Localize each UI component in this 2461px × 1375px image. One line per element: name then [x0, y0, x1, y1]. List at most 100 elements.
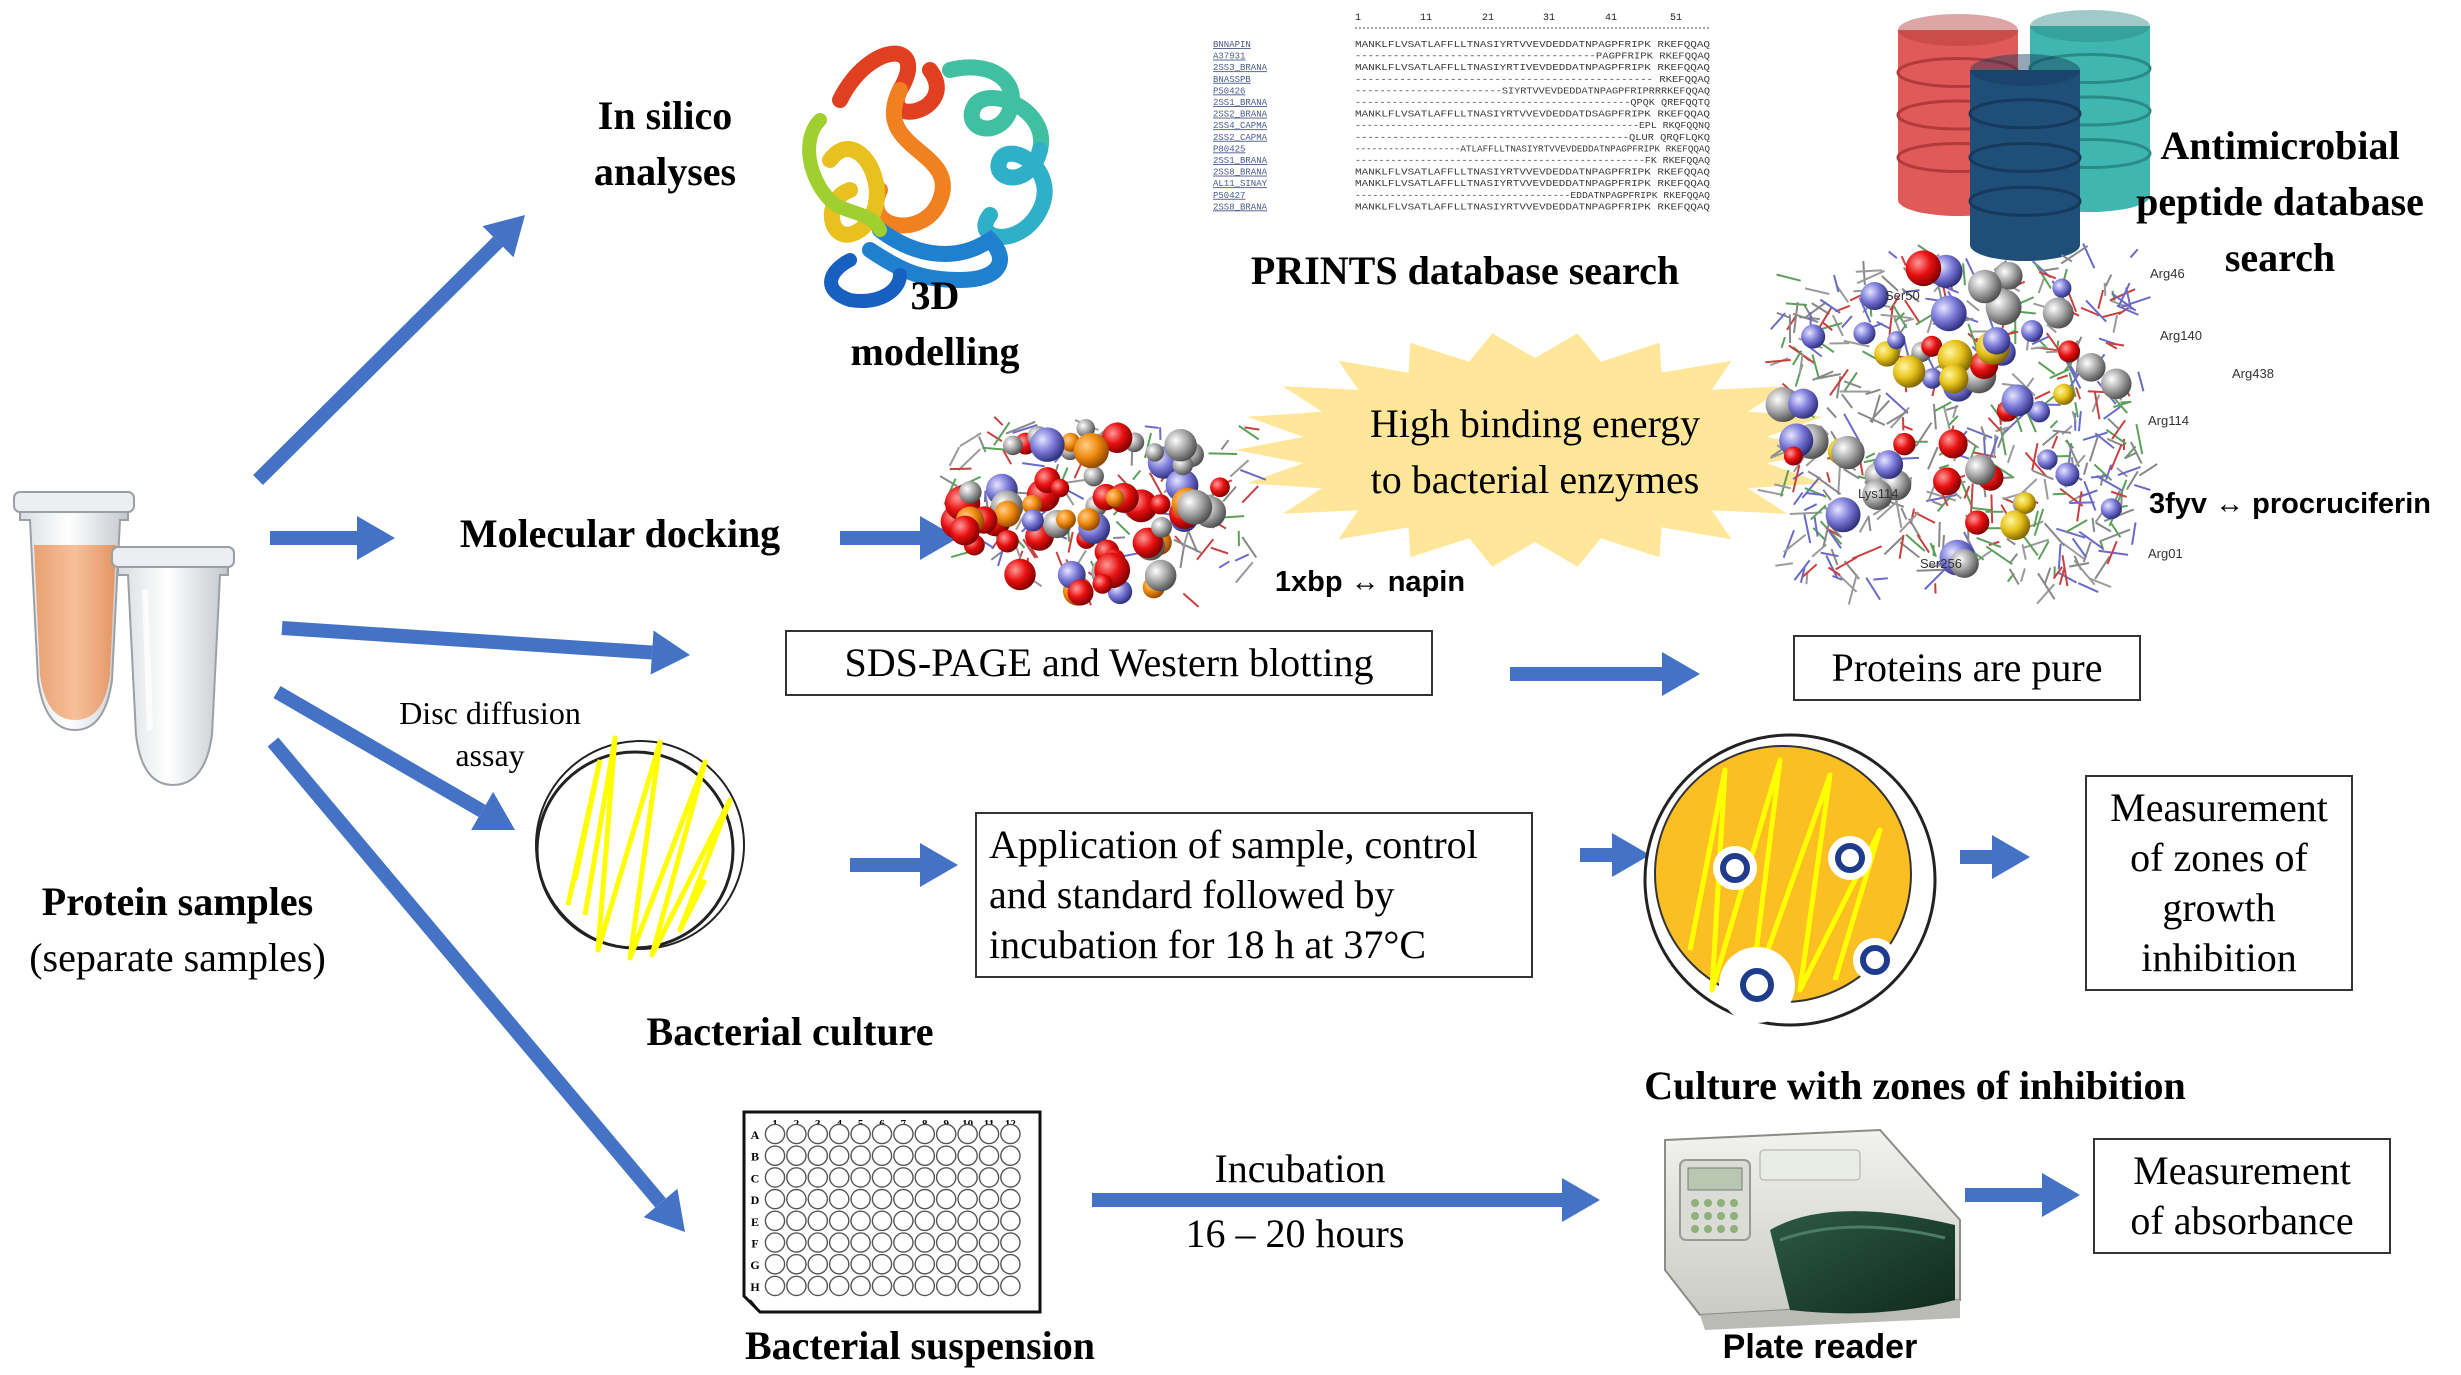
flow-arrows: [253, 215, 2080, 1232]
well: [764, 1210, 786, 1232]
database-cylinder: [2028, 10, 2152, 212]
atom-sphere: [1105, 488, 1125, 508]
atom-sphere: [1853, 322, 1876, 345]
atom-sphere: [1783, 446, 1803, 466]
well: [764, 1145, 786, 1166]
absorbance-line-2: of absorbance: [2130, 1198, 2354, 1243]
well: [850, 1232, 871, 1253]
procruciferin-molecule-icon: [1757, 243, 2158, 605]
alignment-name: 2SS2_CAPMA: [1213, 133, 1268, 143]
alignment-sequence: -------------------ATLAFFLLTNASIYRTVVEVD…: [1355, 144, 1710, 154]
alignment-sequence: MANKLFLVSATLAFFLLTNASIYRTVVEVDEDDATNPAGP…: [1355, 202, 1710, 212]
atom-sphere: [1905, 250, 1942, 287]
well: [914, 1167, 936, 1188]
atom-sphere: [1050, 478, 1070, 498]
well: [850, 1210, 871, 1232]
disc-diffusion-label-1: Disc diffusion: [399, 695, 581, 731]
well: [764, 1167, 786, 1188]
well: [828, 1188, 850, 1210]
alignment-sequence: ----------------------------------------…: [1355, 121, 1710, 131]
atom-sphere: [1965, 454, 1996, 485]
alignment-name: 2SS8_BRANA: [1213, 202, 1268, 212]
well: [786, 1123, 807, 1145]
well: [914, 1210, 936, 1232]
petri-dish-zones-icon: [1643, 733, 1937, 1027]
flow-arrow: [1092, 1178, 1600, 1222]
zones-line-2: of zones of: [2130, 835, 2308, 880]
well: [828, 1253, 850, 1275]
atom-sphere: [2021, 320, 2044, 342]
alignment-ruler-tick: 51: [1670, 13, 1682, 24]
protein-ribbon-icon: [802, 45, 1053, 308]
well: [828, 1167, 850, 1188]
well: [1000, 1253, 1021, 1275]
atom-sphere: [2028, 401, 2051, 423]
amp-db-label-2: peptide database: [2136, 179, 2424, 224]
atom-sphere: [949, 515, 980, 546]
database-cylinder: [1968, 54, 2082, 261]
sds-page-box: SDS-PAGE and Western blotting: [785, 630, 1433, 696]
well: [1000, 1167, 1021, 1188]
well: [978, 1210, 1000, 1232]
proteins-pure-box: Proteins are pure: [1793, 635, 2141, 701]
well: [850, 1167, 871, 1188]
well: [957, 1232, 978, 1253]
atom-sphere: [1056, 509, 1076, 530]
well-plate-icon: 123456789101112ABCDEFGH: [742, 1110, 1042, 1314]
flow-arrow: [850, 843, 958, 887]
application-line-2: and standard followed by: [989, 872, 1395, 917]
atom-sphere: [2042, 297, 2074, 329]
well: [978, 1123, 1000, 1145]
well-row-label: F: [751, 1237, 758, 1251]
well: [764, 1275, 786, 1297]
well: [850, 1275, 871, 1297]
alignment-sequence: MANKLFLVSATLAFFLLTNASIYRTVVEVDEDDATNPAGP…: [1355, 168, 1710, 178]
well: [978, 1232, 1000, 1253]
flow-arrow: [281, 621, 690, 675]
well: [957, 1167, 978, 1188]
alignment-sequence: MANKLFLVSATLAFFLLTNASIYRTVVEVDEDDATDSAGP…: [1355, 110, 1710, 120]
alignment-name: 2SS1_BRANA: [1213, 156, 1268, 166]
alignment-sequence: ----------------------------------------…: [1355, 75, 1710, 85]
atom-sphere: [1801, 324, 1826, 349]
well: [1000, 1275, 1021, 1297]
alignment-ruler-tick: 11: [1420, 13, 1432, 24]
alignment-name: BNNAPIN: [1213, 40, 1251, 50]
atom-sphere: [2076, 353, 2106, 382]
atom-sphere: [2100, 368, 2132, 400]
well: [807, 1253, 829, 1275]
well-row-label: E: [751, 1215, 759, 1229]
amp-db-label-3: search: [2224, 235, 2336, 280]
residue-label: Arg438: [2232, 366, 2274, 381]
well: [893, 1167, 914, 1188]
atom-sphere: [1887, 331, 1906, 350]
flow-arrow: [270, 516, 395, 560]
atom-sphere: [1921, 335, 1943, 357]
atom-sphere: [994, 500, 1021, 528]
atom-sphere: [1931, 295, 1967, 332]
atom-sphere: [1164, 429, 1197, 462]
well: [871, 1232, 893, 1253]
tubes-icon: [13, 491, 235, 787]
well: [1000, 1145, 1021, 1166]
atom-sphere: [2053, 383, 2075, 405]
atom-sphere: [2058, 340, 2081, 363]
protein-samples-label: Protein samples: [41, 879, 314, 924]
atom-sphere: [1862, 479, 1893, 510]
well: [893, 1253, 914, 1275]
plate-reader-label: Plate reader: [1722, 1328, 1918, 1366]
alignment-sequence: ----------------------------------------…: [1355, 98, 1710, 108]
prints-label: PRINTS database search: [1250, 248, 1680, 293]
well: [871, 1123, 893, 1145]
binding-label-1: High binding energy: [1369, 401, 1701, 446]
binding-label-2: to bacterial enzymes: [1370, 457, 1700, 502]
alignment-sequence: --------------------------------------PA…: [1355, 52, 1710, 62]
well: [935, 1123, 957, 1145]
atom-sphere: [1144, 559, 1177, 592]
well: [978, 1275, 1000, 1297]
well: [1000, 1123, 1021, 1145]
flow-arrow: [1580, 833, 1650, 877]
alignment-sequence: ------------------------SIYRTVVEVDEDDATN…: [1355, 86, 1710, 96]
proteins-pure-text: Proteins are pure: [1831, 645, 2103, 690]
